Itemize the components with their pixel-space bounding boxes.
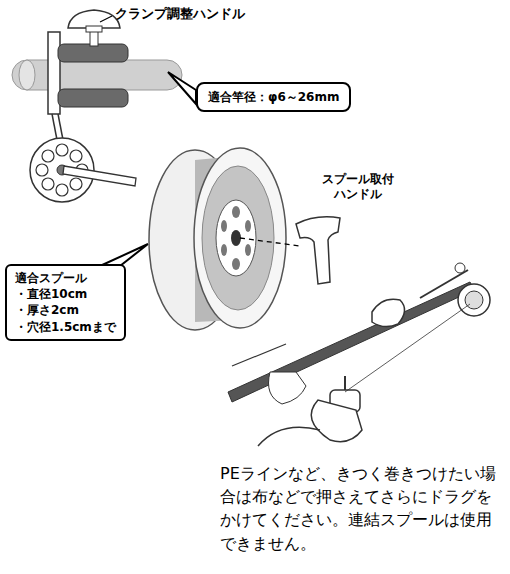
clamp-jaw — [58, 89, 128, 107]
note: PEラインなど、きつく巻きつけたい場合は布などで押さえてさらにドラグをかけてくだ… — [220, 462, 504, 555]
rod — [12, 60, 182, 90]
rod-in-use — [228, 263, 490, 446]
spool-handle — [296, 217, 340, 284]
callout-heading: 適合竿径：φ6～26mm — [208, 89, 339, 105]
part-name: クランプ調整ハンドル — [115, 6, 245, 22]
clamp-handle — [68, 10, 120, 28]
spec-item: ・厚さ2cm — [15, 302, 116, 318]
dashed-line — [240, 238, 300, 246]
spec-item: ・直径10cm — [15, 286, 116, 302]
clamp-jaw — [58, 44, 128, 62]
fit-rod-callout: 適合竿径：φ6～26mm — [196, 82, 351, 112]
callout-pointer — [168, 72, 196, 104]
spec-item: ・穴径1.5cmまで — [15, 319, 116, 335]
callout-heading: 適合スプール — [15, 270, 116, 286]
spool — [149, 148, 286, 330]
leader-line — [100, 16, 112, 22]
callout-pointer — [100, 244, 148, 266]
part-name: スプール取付ハンドル — [318, 172, 398, 202]
shaft — [63, 166, 136, 186]
fit-spool-callout: 適合スプール・直径10cm・厚さ2cm・穴径1.5cmまで — [5, 264, 126, 341]
